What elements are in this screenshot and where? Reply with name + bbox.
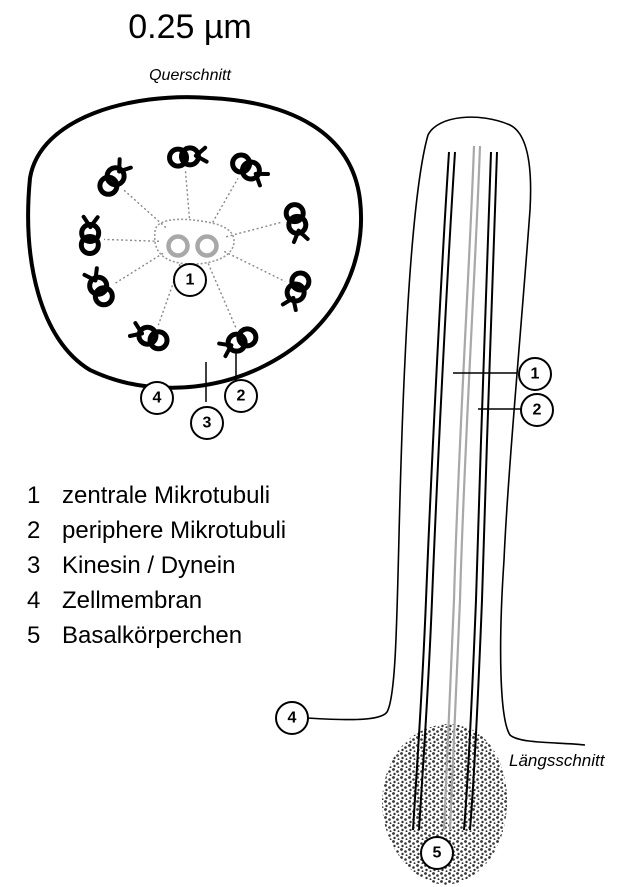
svg-text:4: 4 <box>288 710 297 727</box>
svg-text:2: 2 <box>533 402 542 419</box>
spoke-4 <box>224 251 285 281</box>
central-microtubule-right <box>198 237 217 256</box>
callout-long-4: 4 <box>276 702 308 734</box>
legend-label-5: Basalkörperchen <box>62 622 242 649</box>
peripheral-doublets <box>81 148 309 356</box>
dynein-arm <box>225 345 231 356</box>
doublet-8 <box>81 217 98 254</box>
central-sheath <box>155 219 234 264</box>
legend-label-4: Zellmembran <box>62 587 202 614</box>
legend-number-5: 5 <box>27 622 40 649</box>
dynein-arm <box>293 298 295 310</box>
spoke-1 <box>185 171 189 218</box>
doublet-9 <box>100 159 131 194</box>
svg-text:1: 1 <box>531 366 540 383</box>
doublet-5 <box>219 329 256 356</box>
legend-label-3: Kinesin / Dynein <box>62 552 235 579</box>
doublet-1 <box>170 148 207 166</box>
doublet-6 <box>130 323 167 349</box>
legend-number-1: 1 <box>27 482 40 509</box>
cross-section: 1 4 2 3 <box>28 97 361 439</box>
doublet-3 <box>286 205 307 242</box>
scale-title: 0.25 µm <box>128 8 252 46</box>
doublet-7 <box>84 268 112 305</box>
legend-label-2: periphere Mikrotubuli <box>62 517 286 544</box>
spoke-7 <box>113 253 163 284</box>
doublet-4 <box>283 273 309 310</box>
dynein-arm <box>130 333 142 336</box>
callout-cross-4: 4 <box>141 382 173 414</box>
central-microtubule-left <box>169 237 188 256</box>
central-microtubule-pair <box>155 219 234 264</box>
svg-text:2: 2 <box>237 388 246 405</box>
legend-number-3: 3 <box>27 552 40 579</box>
legend: 1 zentrale Mikrotubuli 2 periphere Mikro… <box>27 482 286 649</box>
cell-membrane-outline <box>28 97 361 388</box>
legend-label-1: zentrale Mikrotubuli <box>62 482 270 509</box>
callout-long-2: 2 <box>521 394 553 426</box>
svg-text:4: 4 <box>153 390 162 407</box>
callout-long-1: 1 <box>519 358 551 390</box>
spoke-9 <box>123 189 166 227</box>
spoke-5 <box>208 263 236 327</box>
cross-section-caption: Querschnitt <box>149 67 231 84</box>
doublet-2 <box>233 155 268 185</box>
spoke-2 <box>213 178 238 222</box>
callout-long-5: 5 <box>421 837 453 869</box>
radial-spokes <box>104 171 285 328</box>
callout-cross-3: 3 <box>191 407 223 439</box>
longitudinal-caption: Längsschnitt <box>509 751 606 770</box>
legend-number-2: 2 <box>27 517 40 544</box>
callout-cross-1: 1 <box>174 264 206 296</box>
svg-text:1: 1 <box>186 272 195 289</box>
legend-number-4: 4 <box>27 587 40 614</box>
longitudinal-section: 1 2 4 5 Längsschnitt <box>276 117 606 885</box>
svg-text:5: 5 <box>433 845 442 862</box>
callout-cross-2: 2 <box>225 380 257 412</box>
spoke-3 <box>226 222 282 237</box>
spoke-8 <box>104 239 159 241</box>
svg-text:3: 3 <box>203 415 212 432</box>
